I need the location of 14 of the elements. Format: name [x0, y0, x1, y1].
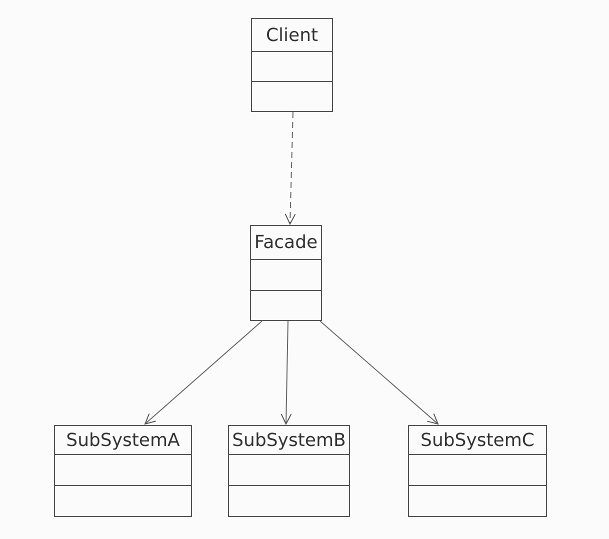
association-arrow	[144, 320, 262, 424]
class-box	[250, 225, 322, 321]
class-box	[228, 425, 350, 517]
class-name: Client	[266, 24, 318, 46]
class-box	[408, 425, 547, 517]
dependency-arrow	[284, 112, 296, 224]
class-name: SubSystemC	[420, 430, 534, 450]
class-name: Facade	[254, 232, 318, 253]
class-name: SubSystemA	[66, 430, 180, 450]
class-name: SubSystemB	[232, 430, 346, 450]
association-arrow	[320, 320, 438, 424]
association-arrow	[280, 320, 292, 424]
class-box	[54, 425, 192, 517]
class-box	[251, 18, 333, 112]
